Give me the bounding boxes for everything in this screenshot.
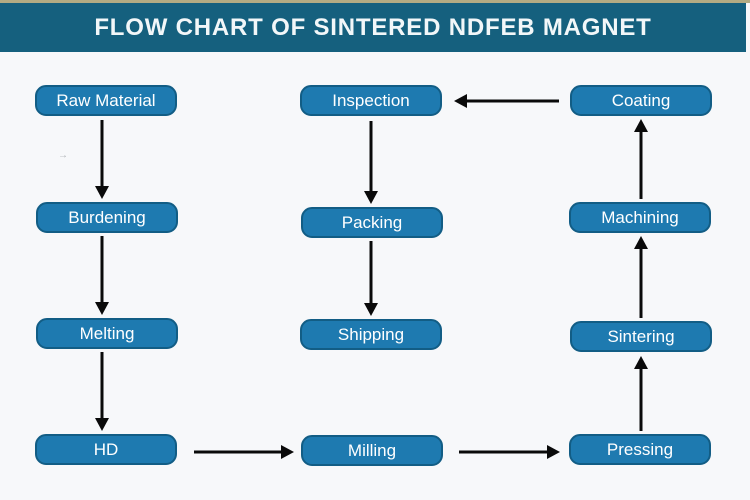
arrow-machining-to-coating-icon bbox=[634, 119, 648, 199]
arrowhead-down-icon bbox=[364, 191, 378, 204]
arrow-shaft bbox=[100, 120, 104, 187]
arrow-sintering-to-machining-icon bbox=[634, 236, 648, 318]
node-packing: Packing bbox=[301, 207, 443, 238]
arrow-shaft bbox=[369, 121, 373, 192]
arrow-melting-to-hd-icon bbox=[95, 352, 109, 431]
node-label: Packing bbox=[341, 212, 403, 232]
node-burdening: Burdening bbox=[36, 202, 178, 233]
arrow-shaft bbox=[369, 241, 373, 304]
node-pressing: Pressing bbox=[569, 434, 711, 465]
arrow-packing-to-shipping-icon bbox=[364, 241, 378, 316]
arrow-raw-material-to-burdening-icon bbox=[95, 120, 109, 199]
node-sintering: Sintering bbox=[570, 321, 712, 352]
arrowhead-up-icon bbox=[634, 236, 648, 249]
arrow-shaft bbox=[466, 99, 559, 103]
arrowhead-down-icon bbox=[95, 418, 109, 431]
arrow-inspection-to-packing-icon bbox=[364, 121, 378, 204]
arrowhead-right-icon bbox=[281, 445, 294, 459]
node-shipping: Shipping bbox=[300, 319, 442, 350]
arrowhead-down-icon bbox=[95, 186, 109, 199]
node-label: Coating bbox=[611, 90, 671, 110]
node-raw-material: Raw Material bbox=[35, 85, 177, 116]
node-label: Melting bbox=[79, 323, 135, 343]
arrowhead-right-icon bbox=[547, 445, 560, 459]
arrowhead-down-icon bbox=[95, 302, 109, 315]
node-label: Raw Material bbox=[56, 90, 156, 110]
arrowhead-down-icon bbox=[364, 303, 378, 316]
arrow-shaft bbox=[194, 450, 282, 454]
arrowhead-left-icon bbox=[454, 94, 467, 108]
arrow-coating-to-inspection-icon bbox=[454, 94, 559, 108]
arrowhead-up-icon bbox=[634, 356, 648, 369]
node-label: Pressing bbox=[606, 439, 674, 459]
stray-arrow-mark: → bbox=[58, 150, 68, 161]
arrow-hd-to-milling-icon bbox=[194, 445, 294, 459]
arrow-pressing-to-sintering-icon bbox=[634, 356, 648, 431]
title-bar: FLOW CHART OF SINTERED NDFEB MAGNET bbox=[0, 3, 746, 52]
node-label: Burdening bbox=[68, 207, 146, 227]
node-label: Inspection bbox=[332, 90, 410, 110]
node-label: Milling bbox=[347, 440, 397, 460]
arrow-shaft bbox=[459, 450, 548, 454]
arrow-shaft bbox=[100, 236, 104, 303]
node-inspection: Inspection bbox=[300, 85, 442, 116]
arrow-shaft bbox=[639, 368, 643, 431]
node-coating: Coating bbox=[570, 85, 712, 116]
page-top-border bbox=[0, 0, 750, 3]
arrow-shaft bbox=[100, 352, 104, 419]
node-label: HD bbox=[93, 439, 119, 459]
node-melting: Melting bbox=[36, 318, 178, 349]
node-machining: Machining bbox=[569, 202, 711, 233]
node-label: Sintering bbox=[607, 326, 675, 346]
page-title: FLOW CHART OF SINTERED NDFEB MAGNET bbox=[94, 13, 652, 41]
node-milling: Milling bbox=[301, 435, 443, 466]
arrow-burdening-to-melting-icon bbox=[95, 236, 109, 315]
node-hd: HD bbox=[35, 434, 177, 465]
node-label: Shipping bbox=[337, 324, 405, 344]
arrowhead-up-icon bbox=[634, 119, 648, 132]
node-label: Machining bbox=[601, 207, 679, 227]
arrow-shaft bbox=[639, 248, 643, 318]
arrow-milling-to-pressing-icon bbox=[459, 445, 560, 459]
arrow-shaft bbox=[639, 131, 643, 199]
